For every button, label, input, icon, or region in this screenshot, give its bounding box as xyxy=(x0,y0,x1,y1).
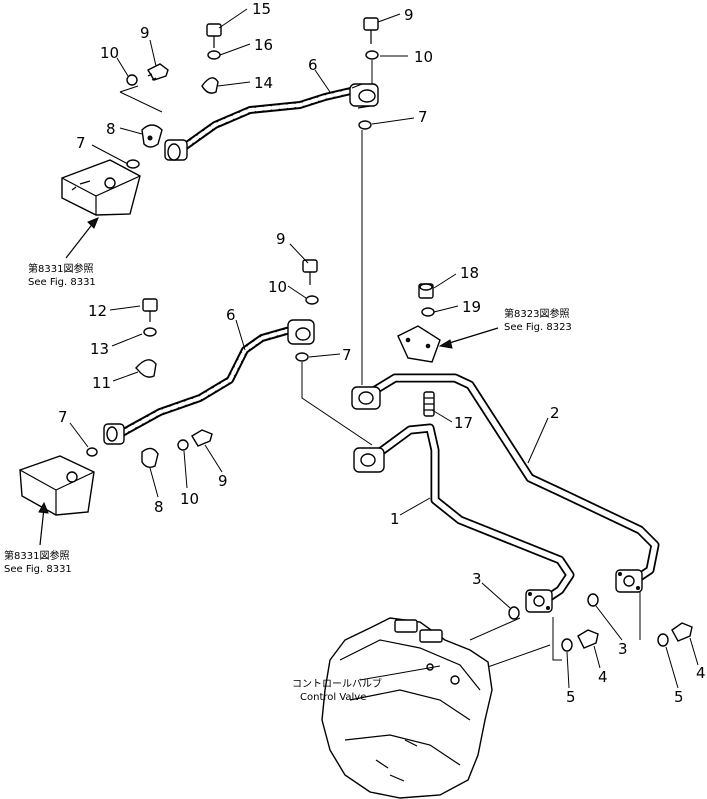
callout-8: 8 xyxy=(106,120,116,138)
bolt-4-left xyxy=(577,629,599,649)
bolt-9-middle-lower xyxy=(191,429,213,447)
callout-10: 10 xyxy=(180,490,199,508)
callout-7: 7 xyxy=(76,134,86,152)
hose-6-top xyxy=(176,86,359,154)
callout-10: 10 xyxy=(268,278,287,296)
callout-18: 18 xyxy=(460,264,479,282)
split-flange-8-middle xyxy=(141,447,159,469)
o-ring-7-top-right xyxy=(358,120,372,130)
valve-block-top xyxy=(61,159,141,216)
washer-10-top-left xyxy=(126,74,138,86)
bolt-9-middle-top xyxy=(302,259,318,285)
callout-17: 17 xyxy=(454,414,473,432)
clamp-14 xyxy=(201,77,219,94)
washer-13 xyxy=(143,327,157,337)
o-ring-7-middle-left xyxy=(86,447,98,457)
washer-10-middle-lower xyxy=(177,439,189,451)
valve-block-bottom xyxy=(19,455,95,516)
nut-18 xyxy=(418,283,434,299)
callout-9: 9 xyxy=(218,472,228,490)
flange-pipe-2-top xyxy=(351,386,381,410)
callout-10: 10 xyxy=(414,48,433,66)
bracket-fig-8323 xyxy=(397,325,441,363)
callout-7: 7 xyxy=(418,108,428,126)
note-fig8331-bottom-jp: 第8331図参照 xyxy=(4,549,69,562)
callout-4: 4 xyxy=(598,668,608,686)
bolt-4-right xyxy=(671,622,693,642)
callout-14: 14 xyxy=(254,74,273,92)
bolt-9-top-left xyxy=(147,63,169,81)
label-control-valve-jp: コントロールバルブ xyxy=(292,677,382,690)
callout-7: 7 xyxy=(342,346,352,364)
flange-elbow-top-right xyxy=(349,83,379,109)
callouts: 15 16 14 9 10 8 7 6 9 10 7 9 10 12 13 11… xyxy=(58,0,706,706)
washer-19 xyxy=(421,307,435,317)
top-hose-assembly xyxy=(61,17,379,385)
note-fig8323-en: See Fig. 8323 xyxy=(504,322,572,333)
flange-elbow-middle xyxy=(287,319,315,345)
pipes xyxy=(351,283,660,669)
callout-11: 11 xyxy=(92,374,111,392)
callout-15: 15 xyxy=(252,0,271,18)
note-fig8331-top-en: See Fig. 8331 xyxy=(28,277,96,288)
callout-9: 9 xyxy=(140,24,150,42)
callout-1: 1 xyxy=(390,510,400,528)
callout-5: 5 xyxy=(674,688,684,706)
callout-13: 13 xyxy=(90,340,109,358)
flange-hose-top-left xyxy=(164,139,188,161)
callout-6: 6 xyxy=(226,306,236,324)
o-ring-7-middle-right xyxy=(295,352,309,362)
callout-6: 6 xyxy=(308,56,318,74)
o-ring-3-right xyxy=(587,593,599,607)
flange-hose-middle-left xyxy=(103,423,125,445)
callout-9: 9 xyxy=(276,230,286,248)
note-fig8323-jp: 第8323図参照 xyxy=(504,307,569,320)
callout-3: 3 xyxy=(618,640,628,658)
clamp-11 xyxy=(135,359,157,378)
flange-pipe-2-bottom xyxy=(615,569,643,593)
washer-5-left xyxy=(561,638,573,652)
washer-10-middle-top xyxy=(305,295,319,305)
label-control-valve-en: Control Valve xyxy=(300,692,366,703)
callout-5: 5 xyxy=(566,688,576,706)
bottom-fasteners xyxy=(508,593,693,652)
bolt-15 xyxy=(206,23,222,48)
callout-3: 3 xyxy=(472,570,482,588)
pipe-2 xyxy=(367,373,660,585)
o-ring-7-top xyxy=(126,159,140,169)
reference-notes: 第8331図参照 See Fig. 8331 第8323図参照 See Fig.… xyxy=(4,262,572,703)
o-ring-3-left xyxy=(508,606,520,620)
callout-12: 12 xyxy=(88,302,107,320)
control-valve xyxy=(321,617,493,799)
callout-16: 16 xyxy=(254,36,273,54)
washer-5-right xyxy=(657,633,669,647)
callout-7: 7 xyxy=(58,408,68,426)
washer-16 xyxy=(207,50,221,60)
callout-2: 2 xyxy=(550,404,560,422)
flange-pipe-1-top xyxy=(353,447,385,473)
flange-pipe-1-bottom xyxy=(525,589,553,613)
callout-10: 10 xyxy=(100,44,119,62)
note-fig8331-top-jp: 第8331図参照 xyxy=(28,262,93,275)
callout-4: 4 xyxy=(696,664,706,682)
callout-9: 9 xyxy=(404,6,414,24)
split-flange-8-top xyxy=(141,124,163,148)
bolt-9-top-right xyxy=(363,17,379,44)
callout-19: 19 xyxy=(462,298,481,316)
leader-lines xyxy=(38,8,699,689)
callout-8: 8 xyxy=(154,498,164,516)
note-fig8331-bottom-en: See Fig. 8331 xyxy=(4,564,72,575)
bolt-12 xyxy=(142,298,158,322)
stud-17 xyxy=(423,391,435,417)
middle-hose-assembly xyxy=(19,259,373,516)
washer-10-top-right xyxy=(365,50,379,60)
